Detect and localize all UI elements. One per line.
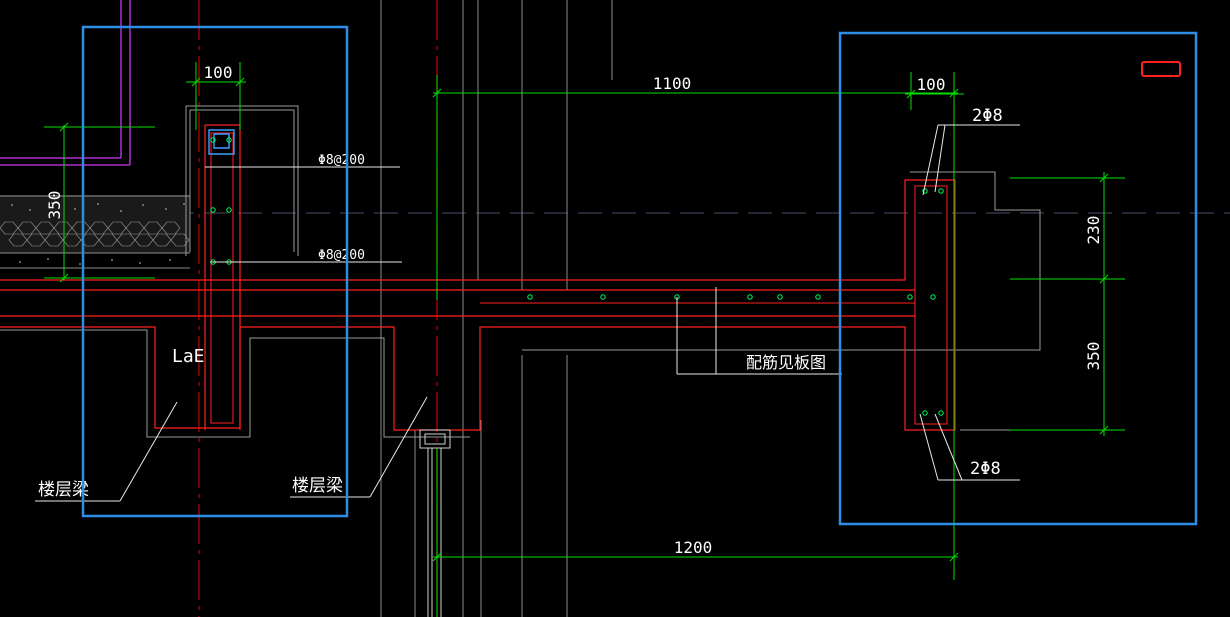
dim-opening-width: 1100: [653, 74, 692, 93]
stirrup-detail: [208, 129, 235, 155]
label-top-stirrup: Φ8@200: [318, 153, 365, 168]
label-bottom-stirrup: Φ8@200: [318, 248, 365, 263]
label-floor-beam-left: 楼层梁: [38, 480, 89, 500]
window-frame: [419, 429, 451, 617]
rebar-stirrups: [210, 132, 948, 425]
dimension-lines: [44, 62, 1125, 580]
leader-lines: [35, 124, 1020, 502]
marker-rectangle[interactable]: [1141, 61, 1181, 77]
dim-left-beam-width: 100: [204, 63, 233, 82]
label-right-bottom-bars: 2Φ8: [970, 459, 1001, 479]
dim-overall-span: 1200: [674, 538, 713, 557]
label-slab-reinforcement-note: 配筋见板图: [746, 353, 826, 372]
label-anchorage-length: LaE: [172, 346, 205, 367]
dim-left-slab-thickness: 350: [45, 191, 64, 220]
label-floor-beam-middle: 楼层梁: [292, 476, 343, 496]
left-selection-box[interactable]: [81, 25, 349, 518]
dim-right-beam-width: 100: [917, 75, 946, 94]
dim-right-upper-height: 230: [1084, 216, 1103, 245]
label-right-top-bars: 2Φ8: [972, 106, 1003, 126]
dim-right-lower-height: 350: [1084, 342, 1103, 371]
slab-hatch: [0, 195, 190, 269]
right-selection-box[interactable]: [838, 31, 1198, 526]
